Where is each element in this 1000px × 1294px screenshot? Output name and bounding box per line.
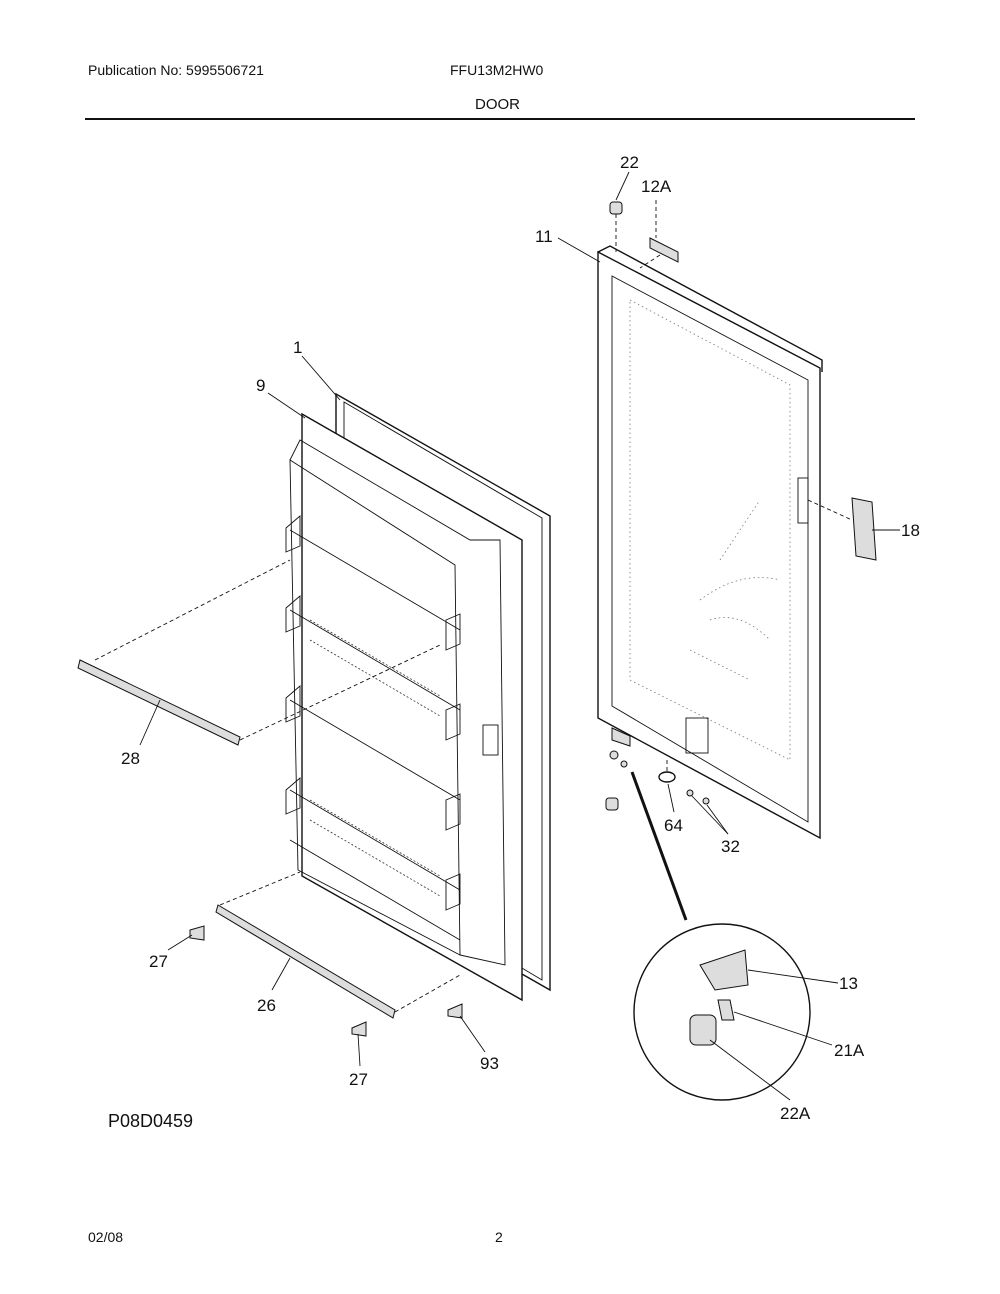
callout-27-bottom: 27 bbox=[349, 1070, 368, 1089]
page-number: 2 bbox=[495, 1229, 503, 1245]
leader-lines bbox=[139, 171, 900, 1067]
section-title: DOOR bbox=[475, 96, 520, 113]
footer-date: 02/08 bbox=[88, 1229, 124, 1245]
hinge-detail-circle bbox=[633, 923, 839, 1101]
screws bbox=[189, 925, 463, 1037]
door-liner bbox=[285, 412, 523, 1002]
header-rule bbox=[85, 118, 915, 120]
callout-22: 22 bbox=[620, 153, 639, 172]
part-22-plug bbox=[609, 201, 623, 252]
callout-22A: 22A bbox=[780, 1104, 811, 1123]
callout-64: 64 bbox=[664, 816, 683, 835]
callout-32: 32 bbox=[721, 837, 740, 856]
callout-28: 28 bbox=[121, 749, 140, 768]
callout-21A: 21A bbox=[834, 1041, 865, 1060]
part-12A-label bbox=[639, 200, 679, 269]
callout-93: 93 bbox=[480, 1054, 499, 1073]
callout-27-left: 27 bbox=[149, 952, 168, 971]
publication-number: Publication No: 5995506721 bbox=[88, 62, 264, 78]
outer-door-panel bbox=[597, 245, 823, 840]
hinge-parts bbox=[605, 727, 710, 921]
diagram-id: P08D0459 bbox=[108, 1111, 193, 1131]
model-number: FFU13M2HW0 bbox=[450, 62, 544, 78]
callout-13: 13 bbox=[839, 974, 858, 993]
part-26-rail bbox=[215, 871, 461, 1019]
callout-11: 11 bbox=[535, 227, 553, 246]
part-18-handle bbox=[807, 497, 877, 561]
callout-9: 9 bbox=[256, 376, 265, 395]
callout-1: 1 bbox=[293, 338, 302, 357]
callout-26: 26 bbox=[257, 996, 276, 1015]
door-shelves bbox=[285, 515, 461, 941]
callout-18: 18 bbox=[901, 521, 920, 540]
callout-12A: 12A bbox=[641, 177, 672, 196]
